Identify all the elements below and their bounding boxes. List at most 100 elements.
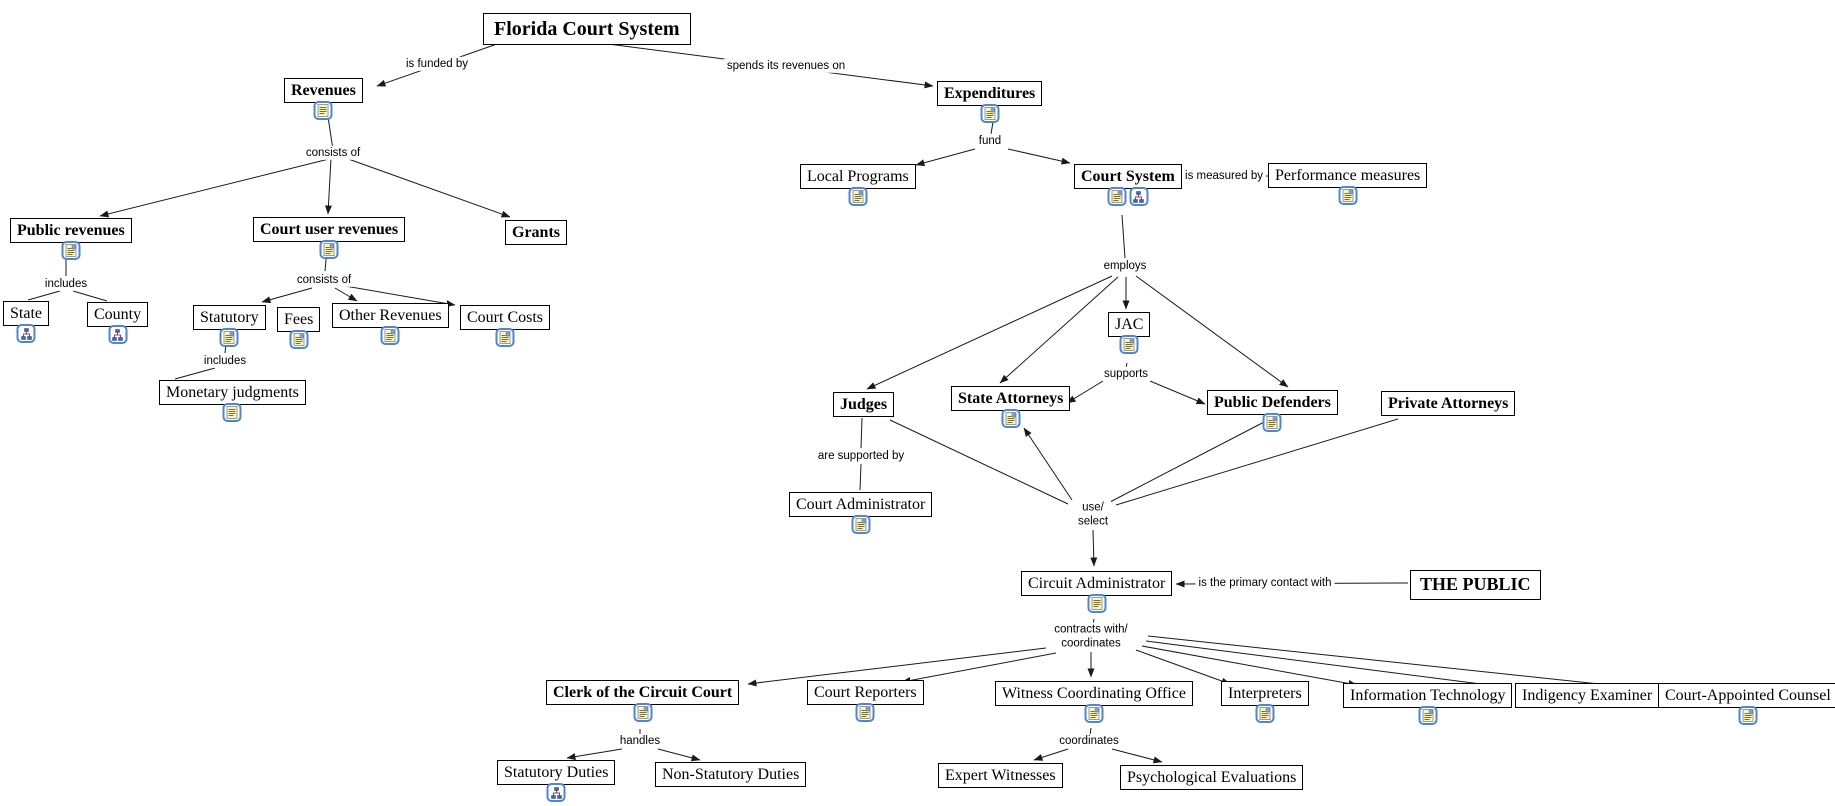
image-document-icon[interactable] <box>219 328 239 348</box>
link-consists-of-revenues[interactable]: consists of <box>302 145 364 161</box>
link-employs[interactable]: employs <box>1100 258 1150 274</box>
hierarchy-glyph <box>20 327 32 340</box>
image-document-glyph <box>852 190 864 204</box>
node-indigency-examiner[interactable]: Indigency Examiner <box>1515 683 1660 709</box>
image-document-glyph <box>1342 189 1354 203</box>
link-contracts-with-coordinates[interactable]: contracts with/ coordinates <box>1051 622 1131 652</box>
image-document-icon[interactable] <box>1107 187 1127 207</box>
node-grants[interactable]: Grants <box>505 220 567 246</box>
link-is-measured-by[interactable]: is measured by <box>1182 168 1266 184</box>
image-document-icon[interactable] <box>1738 706 1758 726</box>
node-monetary-judgments[interactable]: Monetary judgments <box>159 380 306 423</box>
hierarchy-glyph <box>1133 190 1145 203</box>
image-document-icon[interactable] <box>980 104 1000 124</box>
document-icon[interactable] <box>1087 594 1107 614</box>
image-document-icon[interactable] <box>61 241 81 261</box>
image-document-icon[interactable] <box>380 326 400 346</box>
image-document-icon[interactable] <box>1255 704 1275 724</box>
node-court-system[interactable]: Court System <box>1074 164 1182 207</box>
image-document-icon[interactable] <box>1001 409 1021 429</box>
image-document-icon[interactable] <box>633 703 653 723</box>
link-fund[interactable]: fund <box>975 133 1005 149</box>
link-are-supported-by[interactable]: are supported by <box>814 448 908 464</box>
link-coordinates[interactable]: coordinates <box>1056 733 1122 749</box>
node-other-revenues[interactable]: Other Revenues <box>332 303 449 346</box>
hierarchy-icon[interactable] <box>546 783 566 803</box>
node-information-technology[interactable]: Information Technology <box>1343 683 1513 726</box>
node-expert-witnesses[interactable]: Expert Witnesses <box>938 763 1063 789</box>
image-document-glyph <box>859 706 871 720</box>
image-document-glyph <box>1742 709 1754 723</box>
node-fees[interactable]: Fees <box>277 307 321 350</box>
node-court-user-revenues[interactable]: Court user revenues <box>253 217 406 260</box>
node-florida-court-system[interactable]: Florida Court System <box>483 13 691 45</box>
node-state[interactable]: State <box>3 301 49 344</box>
link-use-select[interactable]: use/ select <box>1074 500 1112 530</box>
node-county[interactable]: County <box>87 302 149 345</box>
node-court-administrator[interactable]: Court Administrator <box>789 492 933 535</box>
node-court-appointed-counsel[interactable]: Court-Appointed Counsel <box>1658 683 1835 726</box>
image-document-glyph <box>1088 707 1100 721</box>
node-the-public[interactable]: THE PUBLIC <box>1410 570 1541 600</box>
image-document-icon[interactable] <box>289 330 309 350</box>
node-non-statutory-duties[interactable]: Non-Statutory Duties <box>655 762 807 788</box>
document-icon[interactable] <box>222 403 242 423</box>
node-interpreters[interactable]: Interpreters <box>1221 681 1309 724</box>
document-glyph <box>1091 597 1103 611</box>
node-state-attorneys[interactable]: State Attorneys <box>951 386 1071 429</box>
image-document-glyph <box>499 331 511 345</box>
node-performance-measures[interactable]: Performance measures <box>1268 163 1428 206</box>
image-document-icon[interactable] <box>851 515 871 535</box>
link-includes-public-revenues[interactable]: includes <box>41 276 91 292</box>
node-court-reporters[interactable]: Court Reporters <box>807 680 924 723</box>
image-document-glyph <box>384 329 396 343</box>
hierarchy-glyph <box>112 328 123 341</box>
link-is-the-primary-contact-with[interactable]: is the primary contact with <box>1195 575 1335 591</box>
image-document-glyph <box>293 333 305 347</box>
hierarchy-icon[interactable] <box>1129 187 1149 207</box>
node-expenditures[interactable]: Expenditures <box>937 81 1043 124</box>
image-document-glyph <box>223 331 235 345</box>
hierarchy-icon[interactable] <box>16 324 36 344</box>
image-document-glyph <box>1123 338 1135 352</box>
image-document-glyph <box>984 107 996 121</box>
link-is-funded-by[interactable]: is funded by <box>402 56 472 72</box>
node-statutory-duties[interactable]: Statutory Duties <box>497 760 616 803</box>
node-witness-coordinating-office[interactable]: Witness Coordinating Office <box>995 681 1193 724</box>
node-clerk-of-the-circuit-court[interactable]: Clerk of the Circuit Court <box>546 680 740 723</box>
hierarchy-glyph <box>550 786 562 799</box>
node-public-defenders[interactable]: Public Defenders <box>1207 390 1338 433</box>
link-consists-of-court-user[interactable]: consists of <box>293 272 355 288</box>
image-document-icon[interactable] <box>1338 186 1358 206</box>
node-jac[interactable]: JAC <box>1108 312 1151 355</box>
hierarchy-icon[interactable] <box>108 325 128 345</box>
image-document-glyph <box>1111 190 1123 204</box>
image-document-icon[interactable] <box>1262 413 1282 433</box>
link-spends-its-revenues-on[interactable]: spends its revenues on <box>723 58 849 74</box>
node-judges[interactable]: Judges <box>833 392 895 418</box>
image-document-icon[interactable] <box>848 187 868 207</box>
node-local-programs[interactable]: Local Programs <box>800 164 916 207</box>
image-document-icon[interactable] <box>1084 704 1104 724</box>
node-revenues[interactable]: Revenues <box>284 78 363 121</box>
image-document-icon[interactable] <box>495 328 515 348</box>
document-glyph <box>226 406 238 420</box>
link-includes-statutory[interactable]: includes <box>200 353 250 369</box>
image-document-glyph <box>323 243 335 257</box>
image-document-icon[interactable] <box>1119 335 1139 355</box>
link-handles[interactable]: handles <box>616 733 664 749</box>
image-document-glyph <box>855 518 867 532</box>
node-circuit-administrator[interactable]: Circuit Administrator <box>1021 571 1173 614</box>
image-document-icon[interactable] <box>319 240 339 260</box>
link-supports[interactable]: supports <box>1100 366 1152 382</box>
node-court-costs[interactable]: Court Costs <box>460 305 551 348</box>
image-document-glyph <box>1005 412 1017 426</box>
image-document-icon[interactable] <box>855 703 875 723</box>
document-icon[interactable] <box>313 101 333 121</box>
node-public-revenues[interactable]: Public revenues <box>10 218 132 261</box>
image-document-icon[interactable] <box>1418 706 1438 726</box>
node-statutory[interactable]: Statutory <box>193 305 266 348</box>
node-psychological-evaluations[interactable]: Psychological Evaluations <box>1120 765 1304 791</box>
node-private-attorneys[interactable]: Private Attorneys <box>1381 391 1516 417</box>
document-glyph <box>317 104 329 118</box>
